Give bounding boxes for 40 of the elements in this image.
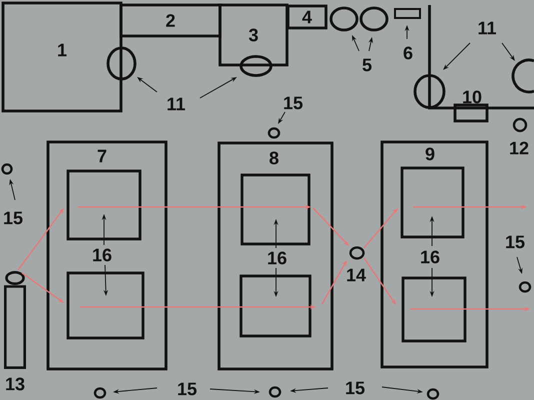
part-number: 15	[346, 382, 365, 394]
part-box: 1	[2, 2, 122, 112]
circle-symbol	[94, 387, 106, 399]
part-number: 11	[168, 98, 186, 110]
part-box: 2	[120, 4, 222, 38]
rectangle-symbol	[240, 274, 312, 338]
part-number: 16	[421, 250, 440, 264]
part-number: 11	[478, 22, 496, 34]
circle-symbol	[268, 127, 280, 139]
circle-symbol	[414, 74, 446, 109]
circle-symbol	[240, 55, 272, 77]
part-number: 12	[510, 142, 528, 154]
circle-symbol	[426, 388, 440, 400]
part-number: 16	[93, 248, 112, 262]
leader-line	[443, 42, 470, 70]
rectangle-symbol	[66, 272, 144, 340]
part-number: 15	[506, 236, 525, 248]
circle-symbol	[360, 6, 388, 32]
part-number: 15	[4, 212, 23, 224]
node-label: 10	[463, 90, 482, 104]
part-number: 16	[268, 252, 286, 264]
circle-symbol	[330, 6, 358, 32]
part-number: 15	[178, 382, 197, 396]
circle-symbol	[106, 46, 136, 80]
rectangle-symbol	[240, 174, 310, 246]
rectangle-symbol	[402, 276, 466, 342]
circle-symbol	[268, 386, 282, 398]
part-box: 3	[218, 4, 288, 66]
circle-symbol	[1, 163, 13, 175]
circle-symbol	[518, 281, 532, 293]
part-box: 10	[454, 90, 488, 122]
part-number: 5	[362, 58, 372, 72]
part-number: 13	[6, 378, 24, 390]
rectangle-symbol	[66, 170, 142, 240]
rectangle-symbol	[400, 166, 464, 238]
part-number: 15	[284, 96, 303, 110]
part-number: 6	[404, 46, 412, 60]
part-number: 14	[347, 268, 366, 282]
part-box: 4	[286, 4, 328, 30]
rectangle-symbol	[394, 8, 421, 19]
